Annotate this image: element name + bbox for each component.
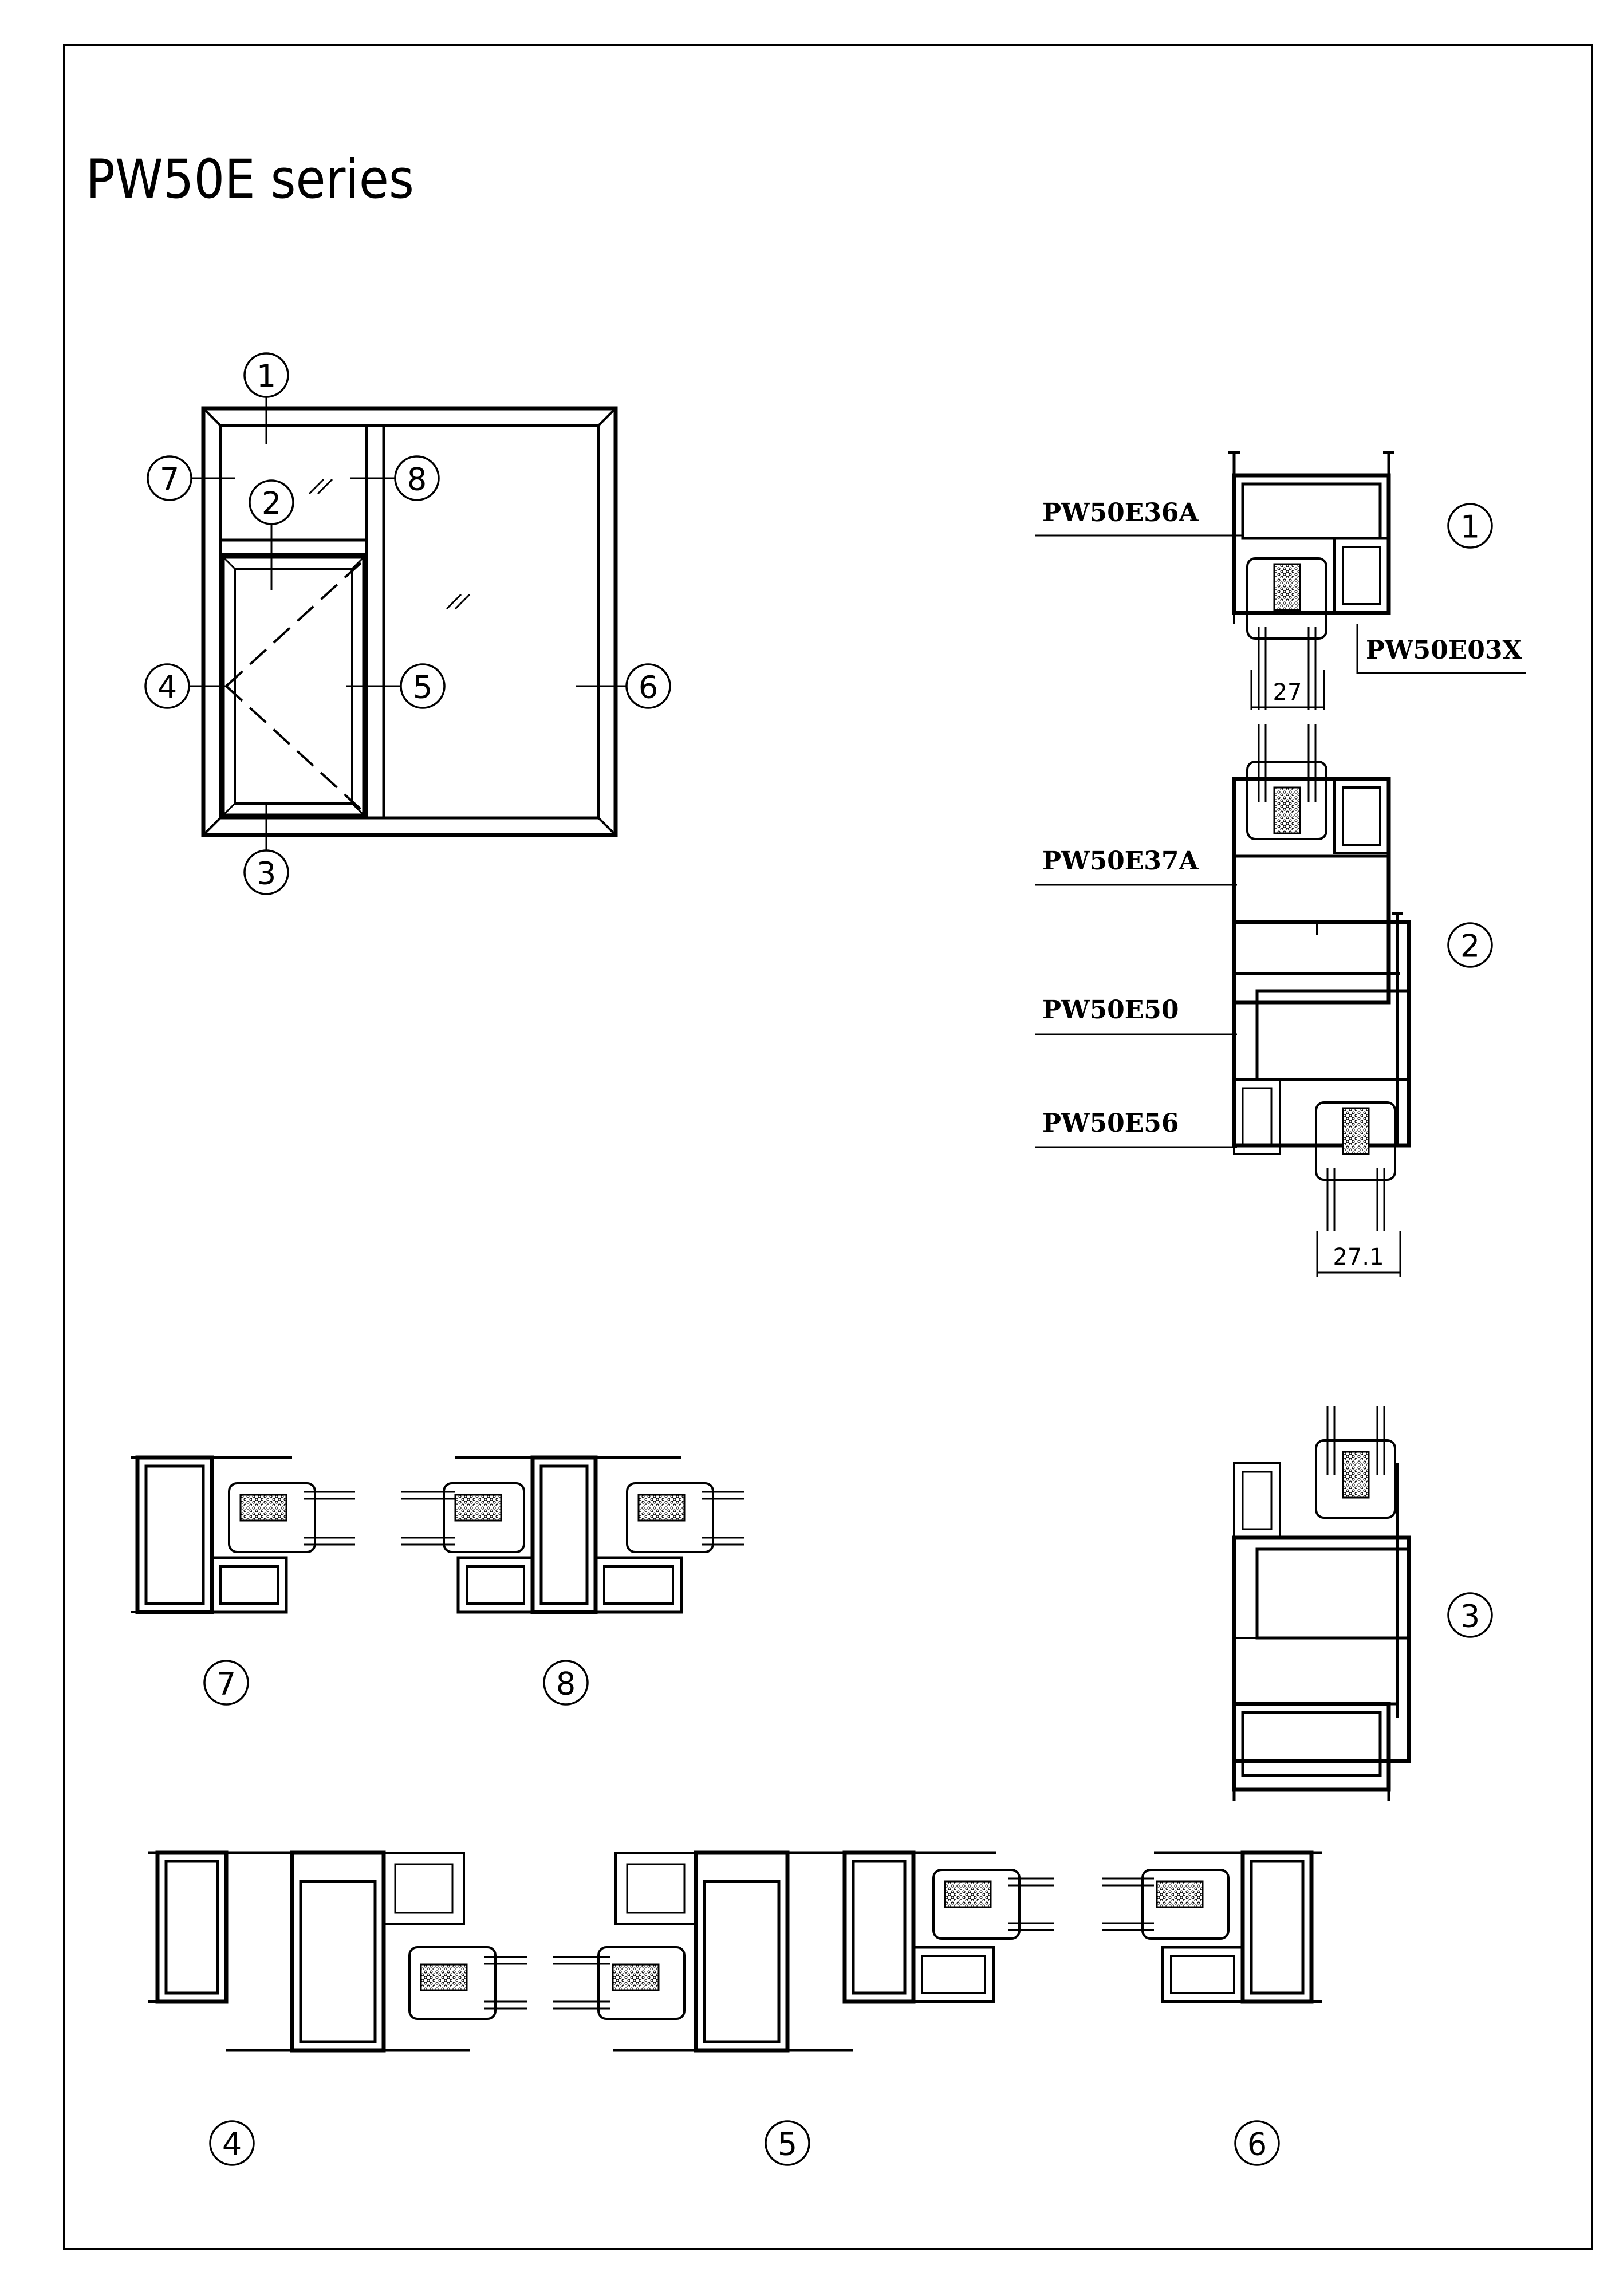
profile-code-bead-top: PW50E03X (1366, 636, 1522, 665)
section-6-fixed-side (1102, 1850, 1322, 2004)
window-elevation (189, 396, 627, 850)
callout-4-elevation: 4 (144, 663, 190, 709)
callout-5-elevation: 5 (400, 663, 446, 709)
callout-8-section: 8 (543, 1660, 589, 1706)
profile-code-sash-bead: PW50E56 (1042, 1109, 1179, 1138)
callout-8-elevation: 8 (394, 455, 440, 501)
callout-1-elevation: 1 (243, 352, 289, 398)
section-3-bottom (1232, 1406, 1411, 1801)
callout-4-label: 4 (157, 669, 177, 706)
section-1-top-frame: 27 (1035, 451, 1526, 710)
callout-5-section: 5 (765, 2120, 810, 2166)
callout-3-section-label: 3 (1460, 1598, 1480, 1635)
callout-7-section: 7 (203, 1660, 249, 1706)
callout-1-section-label: 1 (1460, 509, 1480, 545)
callout-2-label: 2 (262, 486, 281, 522)
callout-8-section-label: 8 (556, 1666, 576, 1702)
callout-1-section: 1 (1447, 503, 1493, 549)
callout-7-elevation: 7 (147, 455, 192, 501)
callout-3-label: 3 (257, 856, 276, 892)
section-4-hinge-side (148, 1850, 527, 2053)
callout-5-section-label: 5 (778, 2126, 797, 2163)
profile-code-top-frame: PW50E36A (1042, 498, 1199, 527)
callout-6-section: 6 (1234, 2120, 1280, 2166)
callout-3-elevation: 3 (243, 849, 289, 895)
sheet-border (63, 44, 1593, 2250)
callout-2-section-label: 2 (1460, 928, 1480, 964)
section-5-lock-side (553, 1850, 1054, 2053)
callout-5-label: 5 (413, 669, 432, 706)
callout-8-label: 8 (407, 462, 427, 498)
section-7-side-frame (131, 1455, 355, 1614)
profile-code-sash: PW50E50 (1042, 995, 1179, 1025)
dimension-glass-top: 27 (1273, 679, 1302, 706)
callout-7-section-label: 7 (216, 1666, 236, 1702)
dimension-glass-sash: 27.1 (1333, 1244, 1384, 1270)
callout-4-section-label: 4 (222, 2126, 242, 2163)
callout-4-section: 4 (209, 2120, 255, 2166)
profile-code-transom-frame: PW50E37A (1042, 846, 1199, 876)
callout-6-label: 6 (639, 669, 658, 706)
callout-1-label: 1 (257, 359, 276, 395)
section-2-transom-sash: 27.1 (1035, 724, 1411, 1277)
callout-2-elevation: 2 (249, 479, 294, 525)
section-8-mullion (401, 1455, 744, 1614)
callout-6-section-label: 6 (1247, 2126, 1267, 2163)
callout-2-section: 2 (1447, 922, 1493, 968)
callout-6-elevation: 6 (625, 663, 671, 709)
page-title: PW50E series (86, 148, 414, 211)
callout-7-label: 7 (160, 462, 179, 498)
callout-3-section: 3 (1447, 1592, 1493, 1638)
